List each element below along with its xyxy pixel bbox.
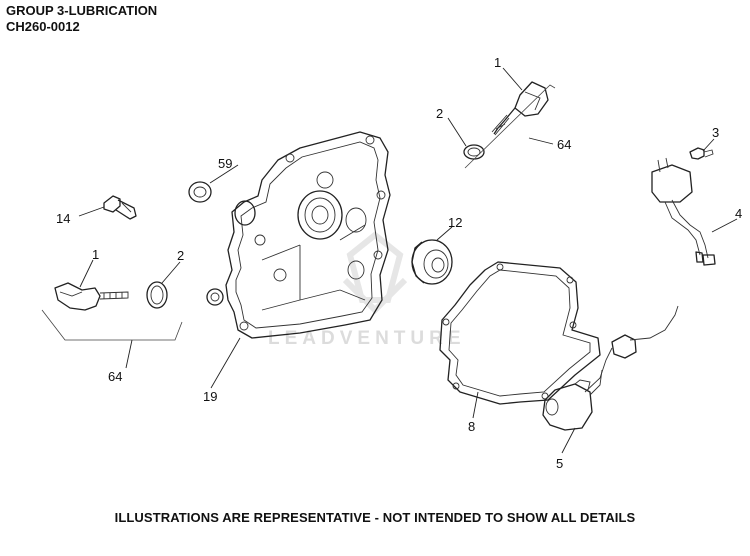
callout-labels: 1 2 64 3 4 59 14 1 2 12 19 8 5 64 [56, 55, 742, 471]
callout-5: 5 [556, 456, 563, 471]
callout-1-right: 1 [494, 55, 501, 70]
oil-filler-cap-right [491, 81, 549, 136]
oil-sensor-module [651, 157, 716, 266]
callout-19: 19 [203, 389, 217, 404]
group-title: GROUP 3-LUBRICATION [6, 3, 158, 18]
callout-8: 8 [468, 419, 475, 434]
oil-seal [188, 181, 212, 203]
crankcase-cover [206, 131, 391, 339]
oil-filler-cap-left [54, 282, 129, 311]
callout-14: 14 [56, 211, 70, 226]
model-code: CH260-0012 [6, 19, 80, 34]
callout-59: 59 [218, 156, 232, 171]
callout-3: 3 [712, 125, 719, 140]
callout-2-left: 2 [177, 248, 184, 263]
callout-1-left: 1 [92, 247, 99, 262]
callout-12: 12 [448, 215, 462, 230]
callout-64-left: 64 [108, 369, 122, 384]
o-ring-left [146, 281, 168, 309]
disclaimer-footer: ILLUSTRATIONS ARE REPRESENTATIVE - NOT I… [114, 510, 636, 525]
leader-lines [78, 67, 738, 454]
assembly-group-bracket-left [41, 309, 183, 341]
assembly-group-bracket-right [464, 84, 556, 169]
callout-64-right: 64 [557, 137, 571, 152]
watermark-logo [342, 231, 408, 315]
screw [689, 147, 714, 160]
ball-bearing [411, 239, 453, 285]
gasket [439, 261, 601, 405]
watermark-text: LEADVENTURE [268, 328, 466, 349]
oil-level-sensor [542, 305, 679, 431]
callout-2-right: 2 [436, 106, 443, 121]
bolt [103, 195, 137, 220]
callout-4: 4 [735, 206, 742, 221]
